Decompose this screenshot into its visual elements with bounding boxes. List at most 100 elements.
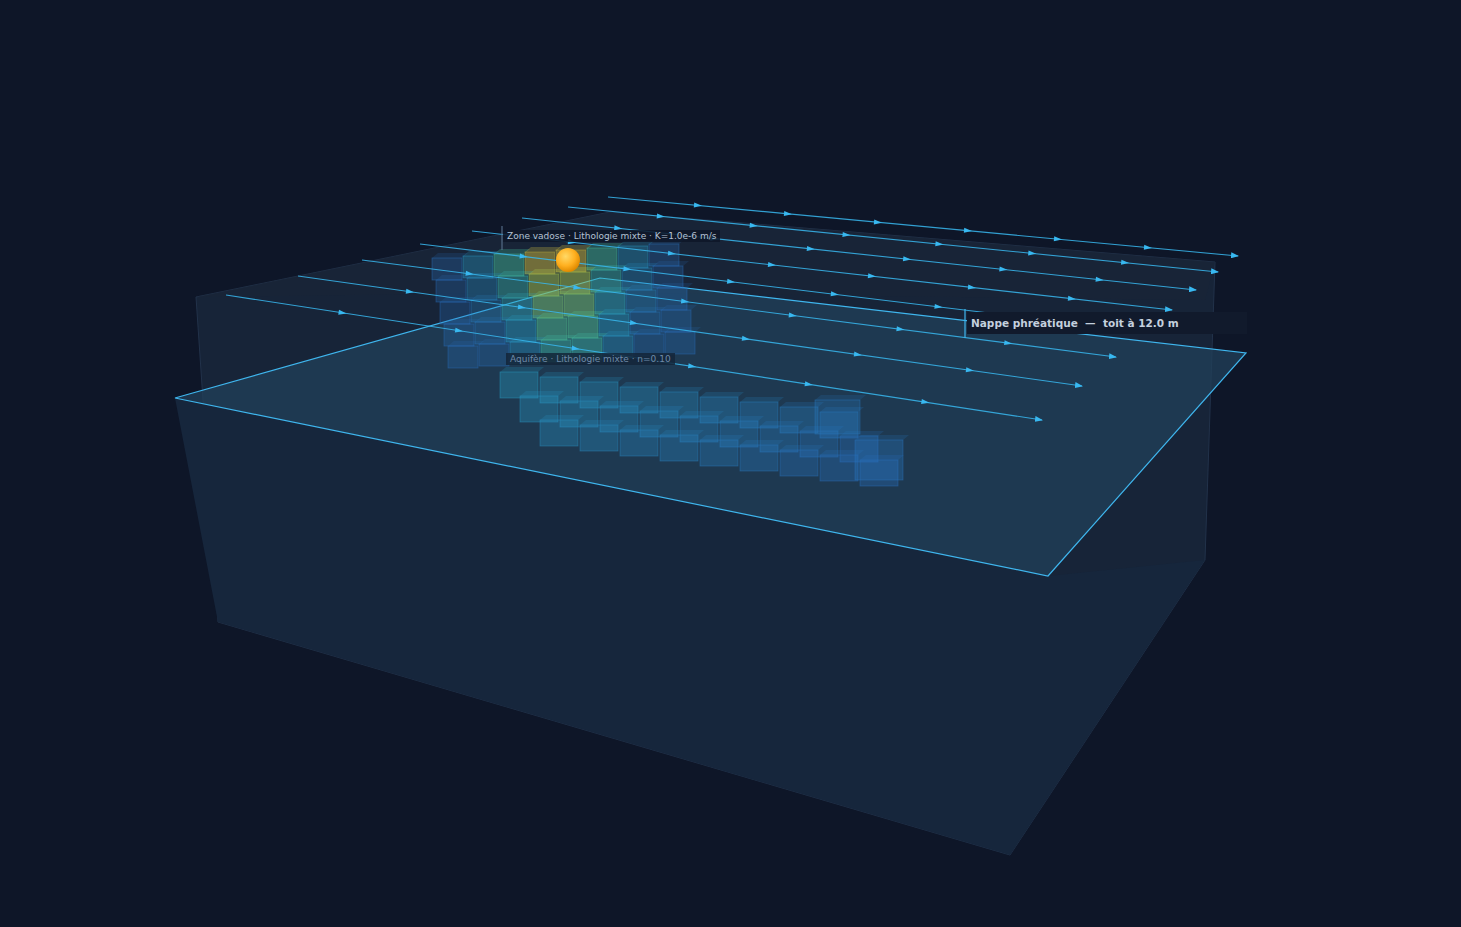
voxel-top <box>541 335 577 340</box>
voxel-top <box>661 305 697 310</box>
flow-arrowhead <box>999 267 1007 273</box>
voxel-top <box>502 293 538 298</box>
voxel-cube <box>580 425 618 451</box>
flow-arrowhead <box>694 203 702 209</box>
flow-arrowhead <box>668 251 677 257</box>
voxel-cube <box>855 440 903 480</box>
flow-arrowhead <box>681 299 690 305</box>
flow-arrowhead <box>903 256 911 262</box>
flow-arrowhead <box>1068 296 1077 302</box>
voxel-cube <box>540 420 578 446</box>
voxel-cube <box>448 346 478 368</box>
flow-arrowhead <box>1144 245 1152 251</box>
voxel-top <box>599 309 635 314</box>
flow-arrowhead <box>935 241 943 247</box>
streamline <box>226 295 1042 420</box>
streamline <box>608 197 1238 256</box>
voxel-top <box>620 382 664 387</box>
voxel-top <box>506 315 542 320</box>
voxel-cube <box>700 440 738 466</box>
flow-arrowhead <box>805 381 814 387</box>
flow-arrowhead <box>1004 340 1013 346</box>
voxel-top <box>600 401 644 406</box>
voxel-cube <box>660 435 698 461</box>
voxel-top <box>740 440 784 445</box>
voxel-top <box>626 285 662 290</box>
flow-arrowhead <box>807 246 815 252</box>
flow-arrowhead <box>854 352 863 358</box>
voxel-top <box>595 287 631 292</box>
flow-arrowhead <box>742 336 751 342</box>
flow-arrowhead <box>657 213 665 219</box>
voxel-top <box>529 269 565 274</box>
flow-arrowhead <box>921 399 930 405</box>
voxel-top <box>603 331 639 336</box>
flow-arrowhead <box>768 262 777 268</box>
voxel-top <box>620 425 664 430</box>
voxel-top <box>815 395 866 400</box>
voxel-top <box>700 392 744 397</box>
flow-arrowhead <box>338 310 347 316</box>
voxel-top <box>533 291 569 296</box>
voxel-top <box>740 397 784 402</box>
flow-arrowhead <box>573 285 582 291</box>
flow-arrowhead <box>964 228 972 234</box>
flow-arrowhead <box>842 232 850 238</box>
voxel-top <box>568 311 604 316</box>
voxel-top <box>580 420 624 425</box>
voxel-top <box>653 261 689 266</box>
source-sphere <box>556 248 580 272</box>
voxel-top <box>556 245 592 250</box>
voxel-cube <box>620 430 658 456</box>
voxel-top <box>500 367 544 372</box>
voxel-top <box>580 377 624 382</box>
voxel-top <box>520 391 564 396</box>
flow-arrowhead <box>406 289 415 295</box>
voxel-top <box>572 333 608 338</box>
streamline <box>522 218 1196 290</box>
flow-arrowhead <box>571 345 580 351</box>
flow-arrowhead <box>966 367 975 373</box>
voxel-top <box>640 406 684 411</box>
flow-arrowhead <box>623 266 632 272</box>
voxel-top <box>760 421 804 426</box>
flow-streamlines <box>226 197 1238 420</box>
flow-arrowhead <box>1121 260 1129 266</box>
voxel-top <box>634 329 670 334</box>
voxel-top <box>630 307 666 312</box>
flow-arrowhead <box>784 211 792 217</box>
plume-voxels <box>432 239 909 486</box>
streamline <box>472 231 1172 310</box>
voxel-cube <box>740 445 778 471</box>
voxel-top <box>855 435 909 440</box>
voxel-cube <box>820 455 858 481</box>
voxel-top <box>657 283 693 288</box>
streamline <box>298 276 1082 386</box>
leader-line <box>964 309 965 338</box>
voxel-top <box>660 387 704 392</box>
voxel-top <box>622 263 658 268</box>
annotation-label: Aquifère · Lithologie mixte · n=0.10 <box>506 353 675 365</box>
flow-arrowhead <box>465 271 474 277</box>
flow-arrowhead <box>630 320 639 326</box>
voxel-top <box>700 435 744 440</box>
voxel-cube <box>665 332 695 354</box>
flow-arrowhead <box>519 254 528 260</box>
water-table-plane <box>175 278 1246 576</box>
flow-arrowhead <box>874 219 882 225</box>
voxel-top <box>498 271 534 276</box>
voxel-cube <box>780 450 818 476</box>
flow-arrowhead <box>1095 277 1103 283</box>
flow-arrowhead <box>896 326 905 332</box>
voxel-cube <box>815 400 860 434</box>
flow-arrowhead <box>749 223 757 229</box>
flow-arrowhead <box>727 279 736 285</box>
voxel-top <box>560 396 604 401</box>
flow-arrowhead <box>968 284 977 290</box>
voxel-top <box>540 415 584 420</box>
voxel-cube <box>479 344 509 366</box>
flow-arrowhead <box>455 328 464 334</box>
flow-arrowhead <box>518 304 527 310</box>
voxel-top <box>540 372 584 377</box>
